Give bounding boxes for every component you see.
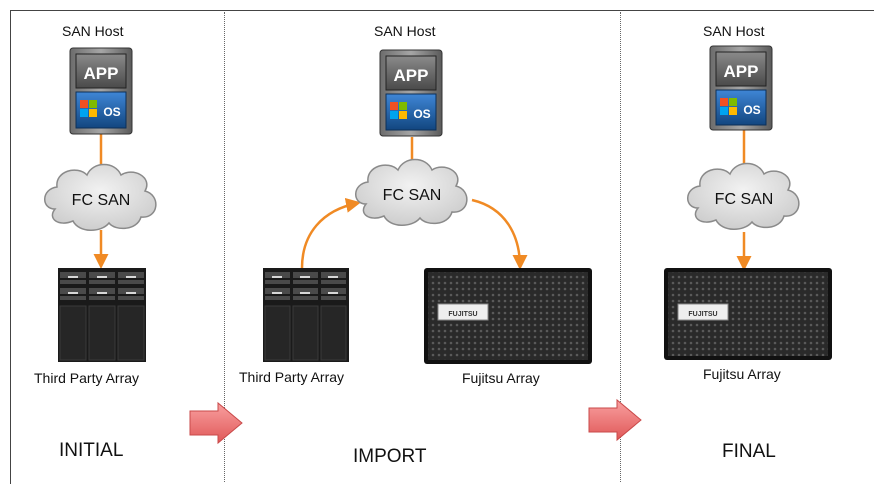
os-label: OS <box>743 103 760 117</box>
cloud-icon: FC SAN <box>355 158 468 226</box>
app-label: APP <box>84 64 119 83</box>
cloud-icon: FC SAN <box>44 163 157 231</box>
server-host-icon: APP OS <box>69 47 133 135</box>
host-label-import: SAN Host <box>374 23 436 39</box>
server-host-icon: APP OS <box>379 49 443 137</box>
connector-san-to-fujitsu-import <box>471 198 528 270</box>
stage-divider-1 <box>224 12 225 482</box>
brand-label: FUJITSU <box>688 311 717 318</box>
connector-third-party-to-san-import <box>300 197 361 269</box>
array-label-fujitsu-final: Fujitsu Array <box>703 366 781 382</box>
stage-title-initial: INITIAL <box>59 440 124 461</box>
storage-enclosure-icon: FUJITSU <box>664 268 832 360</box>
host-label-final: SAN Host <box>703 23 765 39</box>
connectors <box>93 129 752 271</box>
frame-left-border <box>10 10 11 484</box>
host-label-initial: SAN Host <box>62 23 124 39</box>
network-label: FC SAN <box>72 192 131 209</box>
stage-title-final: FINAL <box>722 441 776 462</box>
os-label: OS <box>103 105 120 119</box>
network-label: FC SAN <box>715 191 774 208</box>
os-label: OS <box>413 107 430 121</box>
stage-arrow-icon <box>189 401 243 445</box>
stage-divider-2 <box>620 12 621 482</box>
windows-logo-icon <box>80 100 97 117</box>
array-label-third-party-import: Third Party Array <box>239 369 345 385</box>
app-label: APP <box>394 66 429 85</box>
frame-top-border <box>10 10 874 11</box>
storage-enclosure-icon: FUJITSU <box>424 268 592 364</box>
storage-rack-icon <box>263 268 349 362</box>
windows-logo-icon <box>720 98 737 115</box>
app-label: APP <box>724 62 759 81</box>
array-label-third-party-initial: Third Party Array <box>34 370 140 386</box>
cloud-icon: FC SAN <box>687 162 800 230</box>
array-label-fujitsu-import: Fujitsu Array <box>462 370 540 386</box>
storage-rack-icon <box>58 268 146 362</box>
server-host-icon: APP OS <box>709 45 773 131</box>
windows-logo-icon <box>390 102 407 119</box>
stage-title-import: IMPORT <box>353 446 427 467</box>
stage-arrow-icon <box>588 398 642 442</box>
network-label: FC SAN <box>383 187 442 204</box>
brand-label: FUJITSU <box>448 311 477 318</box>
